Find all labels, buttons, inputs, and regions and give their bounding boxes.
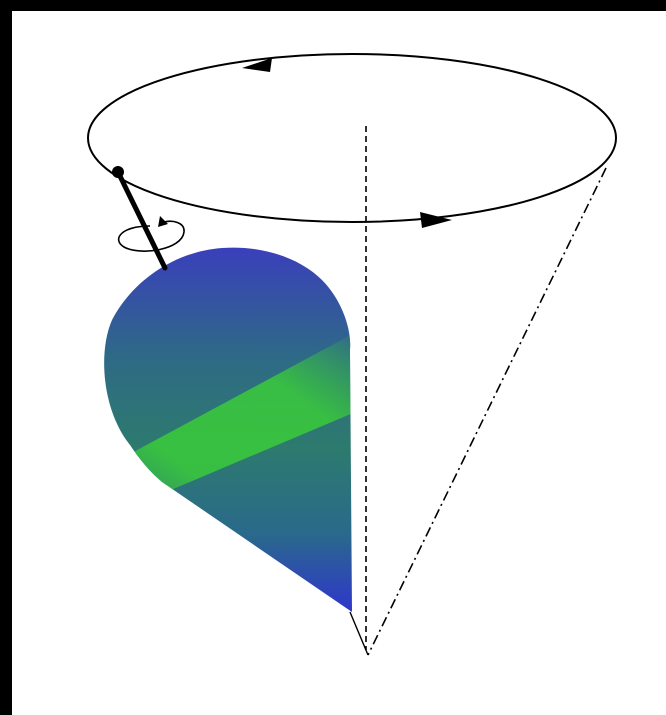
spinning-body (104, 247, 352, 612)
spin-rotation-icon (117, 216, 185, 252)
pivot-dot (112, 166, 124, 178)
cone-edge-right (367, 167, 607, 656)
diagram-canvas (12, 11, 666, 715)
orbit-arrow-bottom (420, 212, 452, 228)
spin-axis-rod (115, 169, 168, 271)
precession-diagram (87, 53, 617, 656)
orbit-ellipse (87, 53, 617, 223)
cone-edge-left (349, 611, 369, 656)
orbit-arrow-top (242, 58, 272, 72)
body-highlight (104, 330, 352, 520)
